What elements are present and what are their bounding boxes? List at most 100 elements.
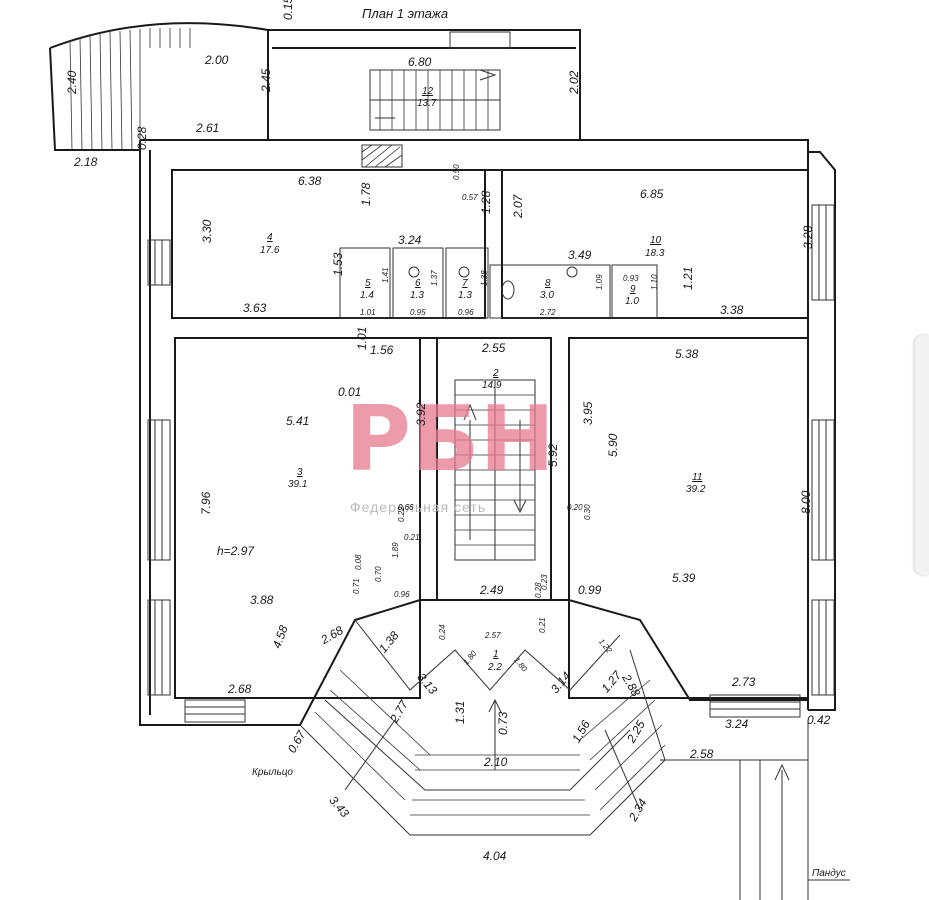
svg-text:3.30: 3.30 <box>200 219 214 243</box>
svg-text:2.73: 2.73 <box>731 675 756 689</box>
svg-text:1.22: 1.22 <box>597 637 614 655</box>
room-6: 6 1.3 <box>410 278 424 301</box>
svg-text:3.28: 3.28 <box>801 225 815 249</box>
svg-text:5.41: 5.41 <box>286 414 309 428</box>
svg-text:8: 8 <box>545 278 551 289</box>
scrollbar[interactable] <box>915 335 929 575</box>
stair-2 <box>454 379 536 561</box>
svg-text:2.00: 2.00 <box>204 53 229 67</box>
svg-text:3.13: 3.13 <box>414 670 440 697</box>
room-7: 7 1.3 <box>458 278 472 301</box>
room-4: 4 17.6 <box>260 232 280 256</box>
svg-text:2.58: 2.58 <box>689 747 714 761</box>
svg-text:1.28: 1.28 <box>479 190 493 214</box>
svg-text:4.58: 4.58 <box>270 623 291 650</box>
ramp <box>660 720 850 900</box>
svg-text:6: 6 <box>415 278 421 289</box>
svg-text:0.01: 0.01 <box>338 385 361 399</box>
svg-text:0.22: 0.22 <box>397 506 406 522</box>
svg-text:2.45: 2.45 <box>259 68 273 93</box>
svg-text:0.28: 0.28 <box>135 126 149 150</box>
svg-text:14.9: 14.9 <box>482 380 502 391</box>
svg-text:3.24: 3.24 <box>725 717 749 731</box>
svg-text:6.80: 6.80 <box>408 55 432 69</box>
svg-text:2.2: 2.2 <box>487 662 502 673</box>
ceiling-height: h=2.97 <box>217 544 255 558</box>
svg-text:1.56: 1.56 <box>370 343 394 357</box>
svg-text:7: 7 <box>462 278 468 289</box>
porch <box>299 599 808 836</box>
svg-text:2.61: 2.61 <box>195 121 219 135</box>
svg-text:6.85: 6.85 <box>640 187 664 201</box>
svg-text:2.72: 2.72 <box>539 308 556 317</box>
svg-text:12: 12 <box>422 86 434 97</box>
svg-text:3.38: 3.38 <box>720 303 744 317</box>
svg-text:0.21: 0.21 <box>538 617 547 633</box>
svg-text:2.34: 2.34 <box>625 796 649 824</box>
svg-text:1.78: 1.78 <box>359 182 373 206</box>
room-5: 5 1.4 <box>360 278 374 301</box>
svg-text:1.53: 1.53 <box>331 252 345 276</box>
svg-text:10: 10 <box>650 235 662 246</box>
svg-text:3.88: 3.88 <box>250 593 274 607</box>
room-2: 2 14.9 <box>482 368 502 391</box>
svg-text:3.95: 3.95 <box>581 401 595 425</box>
porch-label: Крыльцо <box>252 767 293 778</box>
svg-text:2.88: 2.88 <box>619 671 643 699</box>
svg-text:3: 3 <box>297 467 303 478</box>
svg-text:1.09: 1.09 <box>595 274 604 290</box>
svg-text:0.42: 0.42 <box>807 713 831 727</box>
room-12: 12 13.7 <box>417 86 437 109</box>
watermark-brand: РБН <box>345 387 555 492</box>
room-1: 1 2.2 <box>487 649 502 673</box>
svg-text:1.10: 1.10 <box>650 274 659 290</box>
svg-text:1.01: 1.01 <box>355 327 369 350</box>
svg-text:18.3: 18.3 <box>645 248 665 259</box>
svg-text:0.08: 0.08 <box>354 554 363 570</box>
svg-text:0.66: 0.66 <box>398 503 414 512</box>
svg-text:0.71: 0.71 <box>352 578 361 594</box>
svg-text:2.02: 2.02 <box>567 70 581 95</box>
room-8: 8 3.0 <box>540 278 554 301</box>
exterior-stair-north <box>69 28 191 151</box>
room-3: 3 39.1 <box>288 467 307 490</box>
svg-text:3.92: 3.92 <box>414 402 428 426</box>
sink-icon <box>458 266 470 278</box>
room-labels: 1 2.2 2 14.9 3 39.1 4 17.6 5 1.4 6 1.3 7… <box>260 86 706 673</box>
svg-text:0.70: 0.70 <box>374 566 383 582</box>
svg-text:1.37: 1.37 <box>430 270 439 286</box>
svg-text:5: 5 <box>365 278 371 289</box>
svg-text:1.80: 1.80 <box>512 656 529 674</box>
svg-text:3.24: 3.24 <box>398 233 422 247</box>
svg-text:1.41: 1.41 <box>381 267 390 283</box>
svg-text:0.24: 0.24 <box>438 624 447 640</box>
room-9: 9 1.0 <box>625 284 639 307</box>
svg-text:4: 4 <box>267 232 273 243</box>
stair-12 <box>361 31 511 168</box>
svg-text:0.28: 0.28 <box>534 582 543 598</box>
svg-text:1.4: 1.4 <box>360 290 374 301</box>
svg-text:8.00: 8.00 <box>799 490 813 514</box>
room-10: 10 18.3 <box>645 235 665 259</box>
svg-text:7.96: 7.96 <box>199 491 213 515</box>
svg-text:1.3: 1.3 <box>458 290 472 301</box>
svg-text:0.96: 0.96 <box>394 590 410 599</box>
svg-text:2.18: 2.18 <box>73 155 98 169</box>
svg-text:2.68: 2.68 <box>227 682 252 696</box>
svg-text:1.38: 1.38 <box>480 270 489 286</box>
svg-text:0.50: 0.50 <box>452 164 461 180</box>
svg-text:39.1: 39.1 <box>288 479 307 490</box>
svg-text:1: 1 <box>493 649 499 660</box>
svg-text:0.57: 0.57 <box>462 193 478 202</box>
svg-text:0.15: 0.15 <box>281 0 295 20</box>
room-walls <box>171 169 809 699</box>
svg-text:2.55: 2.55 <box>481 341 506 355</box>
svg-text:4.04: 4.04 <box>483 849 507 863</box>
svg-text:5.90: 5.90 <box>606 433 620 457</box>
svg-text:39.2: 39.2 <box>686 484 706 495</box>
svg-text:1.89: 1.89 <box>391 542 400 558</box>
svg-text:2.77: 2.77 <box>387 697 412 726</box>
svg-text:0.20: 0.20 <box>567 503 583 512</box>
svg-text:0.23: 0.23 <box>540 574 549 590</box>
svg-text:0.67: 0.67 <box>285 727 309 755</box>
